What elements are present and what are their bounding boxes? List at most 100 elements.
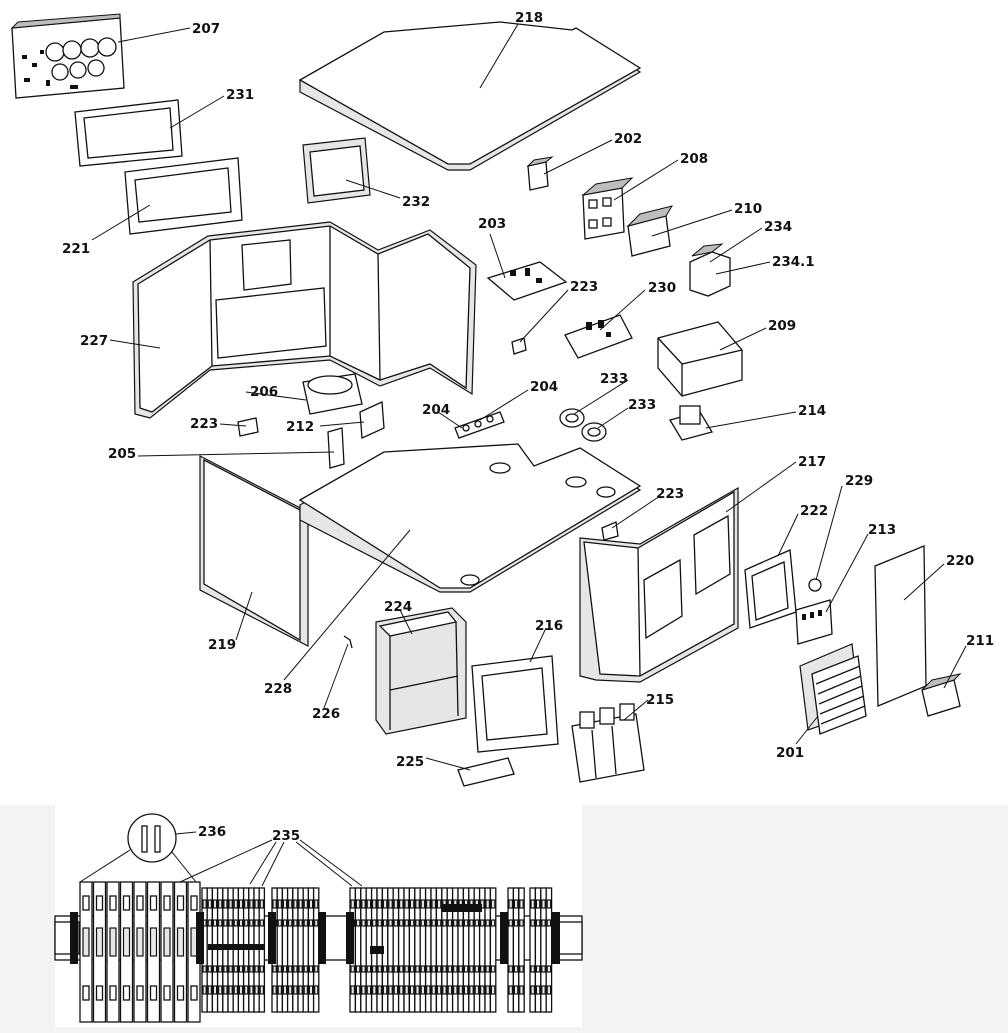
part-218-top-cover xyxy=(298,21,642,171)
terminal-block xyxy=(468,887,475,1013)
end-clamp xyxy=(318,912,326,964)
label-227: 227 xyxy=(80,333,108,349)
part-217-side-panel xyxy=(579,486,739,683)
terminal-block xyxy=(302,887,310,1013)
terminal-block xyxy=(281,887,289,1013)
terminal-block xyxy=(297,887,304,1013)
part-208-contactor xyxy=(581,177,634,240)
fuse-holder xyxy=(79,881,93,1023)
part-223-bracket-b xyxy=(237,417,259,437)
label-203: 203 xyxy=(478,216,506,232)
part-232-cover xyxy=(302,137,371,204)
part-219-side-panel xyxy=(199,455,309,647)
end-clamp xyxy=(346,912,354,964)
label-212: 212 xyxy=(286,419,314,435)
part-216-gasket xyxy=(471,655,559,753)
part-231-gasket xyxy=(74,99,183,167)
jumper-bars xyxy=(208,904,482,954)
label-234-1: 234.1 xyxy=(772,254,815,270)
terminal-block xyxy=(518,887,525,1013)
terminal-block xyxy=(478,887,486,1013)
part-226-clip xyxy=(343,635,353,649)
part-209-enclosure-box xyxy=(657,321,743,397)
part-221-frame xyxy=(124,157,243,235)
fuse-icon xyxy=(154,825,161,853)
label-233-a: 233 xyxy=(600,371,628,387)
label-211: 211 xyxy=(966,633,994,649)
rail-end-right xyxy=(557,921,583,955)
part-202-relay xyxy=(526,156,554,191)
label-209: 209 xyxy=(768,318,796,334)
terminal-block xyxy=(392,887,400,1013)
part-210-relay xyxy=(626,205,674,257)
end-clamp xyxy=(552,912,560,964)
fuse-holder xyxy=(106,881,120,1023)
terminal-block xyxy=(397,887,405,1013)
label-210: 210 xyxy=(734,201,762,217)
label-206: 206 xyxy=(250,384,278,400)
terminal-block xyxy=(286,887,294,1013)
part-201-fan-filter xyxy=(799,643,867,735)
label-214: 214 xyxy=(798,403,826,419)
terminal-block xyxy=(507,887,515,1013)
label-207: 207 xyxy=(192,21,220,37)
part-labels: 207 218 231 202 232 208 221 203 210 234 … xyxy=(62,10,994,770)
end-clamp xyxy=(268,912,276,964)
part-205-bracket xyxy=(327,427,345,469)
terminal-block xyxy=(512,887,520,1013)
terminal-block xyxy=(435,887,443,1013)
terminal-block xyxy=(424,887,432,1013)
fuse-holder xyxy=(146,881,161,1023)
terminal-block xyxy=(360,887,367,1013)
terminal-block xyxy=(414,887,421,1013)
terminal-block xyxy=(419,887,427,1013)
part-229-grommet xyxy=(808,578,822,592)
terminal-block xyxy=(387,887,394,1013)
label-219: 219 xyxy=(208,637,236,653)
terminal-block xyxy=(484,887,492,1013)
label-223-a: 223 xyxy=(570,279,598,295)
part-225-cover xyxy=(457,757,515,787)
label-204-b: 204 xyxy=(422,402,450,418)
fuse-holder xyxy=(173,881,188,1023)
terminal-block xyxy=(534,887,542,1013)
part-203-circuit-board xyxy=(486,261,568,301)
terminal-block xyxy=(540,887,547,1013)
terminal-block xyxy=(489,887,497,1013)
label-215: 215 xyxy=(646,692,674,708)
fuse-holder xyxy=(160,881,174,1023)
part-206-transformer xyxy=(302,373,363,415)
terminal-block xyxy=(354,887,362,1013)
label-234: 234 xyxy=(764,219,792,235)
part-223-bracket-c xyxy=(601,521,619,541)
label-216: 216 xyxy=(535,618,563,634)
label-225: 225 xyxy=(396,754,424,770)
fuse-holder xyxy=(119,881,134,1023)
terminal-block xyxy=(408,887,416,1013)
part-224-box xyxy=(375,607,467,735)
terminal-block xyxy=(430,887,438,1013)
label-217: 217 xyxy=(798,454,826,470)
terminal-block xyxy=(292,887,299,1013)
label-202: 202 xyxy=(614,131,642,147)
label-229: 229 xyxy=(845,473,873,489)
leader-lines xyxy=(91,23,967,771)
terminal-block xyxy=(403,887,411,1013)
end-clamp xyxy=(500,912,508,964)
part-212-bracket xyxy=(359,401,385,439)
part-213-terminal-plate xyxy=(795,599,833,645)
terminal-block xyxy=(312,887,320,1013)
terminal-block-groups xyxy=(70,887,560,1013)
label-220: 220 xyxy=(946,553,974,569)
label-231: 231 xyxy=(226,87,254,103)
part-220-side-panel xyxy=(874,545,927,707)
part-222-bracket xyxy=(744,549,797,629)
label-221: 221 xyxy=(62,241,90,257)
label-208: 208 xyxy=(680,151,708,167)
fuse-holder-group xyxy=(79,881,201,1023)
label-236: 236 xyxy=(198,824,226,840)
part-228-base-plate xyxy=(298,443,642,593)
end-clamp xyxy=(196,912,204,964)
label-218: 218 xyxy=(515,10,543,26)
